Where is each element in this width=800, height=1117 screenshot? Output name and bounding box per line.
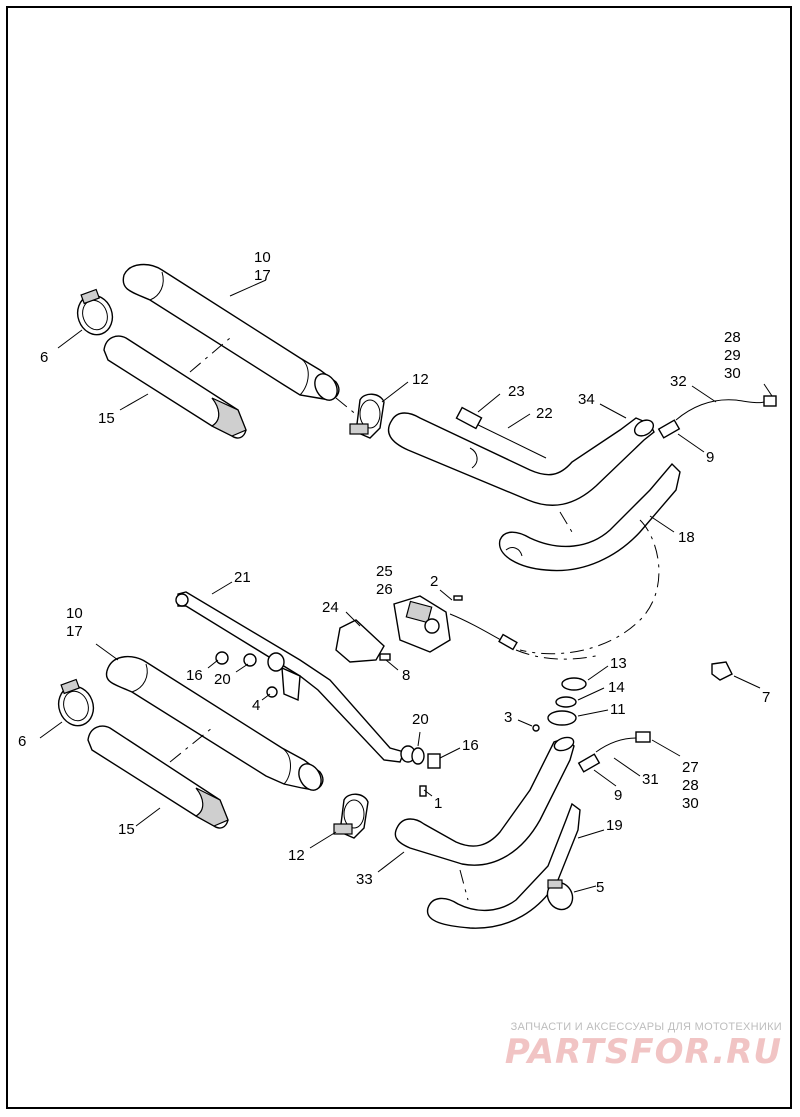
callout-2: 2	[430, 573, 438, 590]
callout-15: 15	[98, 410, 115, 427]
callout-10: 10	[254, 249, 271, 266]
callout-3: 3	[504, 709, 512, 726]
gasket-stack-11-13-14	[547, 677, 587, 726]
callout-6: 6	[40, 349, 48, 366]
mounting-bracket-21	[175, 591, 416, 763]
callout-14: 14	[608, 679, 625, 696]
callout-25: 25	[376, 563, 393, 580]
callout-21: 21	[234, 569, 251, 586]
callout-24: 24	[322, 599, 339, 616]
callout-28: 28	[724, 329, 741, 346]
upper-clamp-12	[349, 393, 385, 439]
callout-18: 18	[678, 529, 695, 546]
callout-20: 20	[412, 711, 429, 728]
callout-10: 10	[66, 605, 83, 622]
diagram-frame	[6, 6, 792, 1109]
clip-7	[711, 661, 733, 681]
callout-22: 22	[536, 405, 553, 422]
callout-28: 28	[682, 777, 699, 794]
lower-heat-shield-19	[426, 802, 581, 929]
callout-17: 17	[66, 623, 83, 640]
callout-30: 30	[724, 365, 741, 382]
upper-muffler	[122, 263, 340, 401]
clamp-5	[546, 879, 574, 911]
upper-heat-shield-18	[498, 462, 681, 572]
bracket-24	[335, 619, 385, 663]
callout-1: 1	[434, 795, 442, 812]
upper-clamp-6	[76, 288, 114, 336]
callout-31: 31	[642, 771, 659, 788]
callout-20: 20	[214, 671, 231, 688]
clamp-bracket-22-23	[455, 406, 547, 459]
lower-clamp-12	[333, 793, 369, 839]
callout-32: 32	[670, 373, 687, 390]
upper-muffler-tip	[103, 335, 247, 439]
watermark-caption: ЗАПЧАСТИ И АКСЕССУАРЫ ДЛЯ МОТОТЕХНИКИ	[510, 1021, 782, 1033]
callout-26: 26	[376, 581, 393, 598]
lower-o2-sensor	[577, 731, 651, 773]
lower-clamp-6	[57, 678, 95, 727]
watermark: ЗАПЧАСТИ И АКСЕССУАРЫ ДЛЯ МОТОТЕХНИКИ PA…	[505, 1021, 782, 1069]
callout-9: 9	[706, 449, 714, 466]
callout-9: 9	[614, 787, 622, 804]
leader-lines	[39, 279, 773, 893]
callout-11: 11	[610, 701, 626, 718]
callout-29: 29	[724, 347, 741, 364]
callout-5: 5	[596, 879, 604, 896]
callout-15: 15	[118, 821, 135, 838]
callout-6: 6	[18, 733, 26, 750]
upper-o2-sensor	[657, 395, 777, 439]
callout-labels: 10 17 6 15 12 23 22 34 32 28 29 30 9 18 …	[18, 249, 770, 896]
callout-12: 12	[288, 847, 305, 864]
callout-19: 19	[606, 817, 623, 834]
callout-12: 12	[412, 371, 429, 388]
callout-7: 7	[762, 689, 770, 706]
callout-13: 13	[610, 655, 627, 672]
callout-16: 16	[186, 667, 203, 684]
callout-34: 34	[578, 391, 595, 408]
callout-4: 4	[252, 697, 260, 714]
callout-17: 17	[254, 267, 271, 284]
callout-33: 33	[356, 871, 373, 888]
actuator-25-26	[393, 595, 451, 653]
callout-23: 23	[508, 383, 525, 400]
callout-30: 30	[682, 795, 699, 812]
small-hardware	[215, 595, 540, 797]
callout-16: 16	[462, 737, 479, 754]
lower-muffler	[105, 655, 324, 791]
actuator-cable	[449, 613, 601, 660]
callout-8: 8	[402, 667, 410, 684]
lower-muffler-tip	[87, 725, 229, 829]
lower-header-pipe-33	[394, 736, 575, 866]
callout-27: 27	[682, 759, 699, 776]
upper-header-pipe-34	[387, 412, 655, 506]
watermark-brand: PARTSFOR.RU	[504, 1032, 782, 1072]
